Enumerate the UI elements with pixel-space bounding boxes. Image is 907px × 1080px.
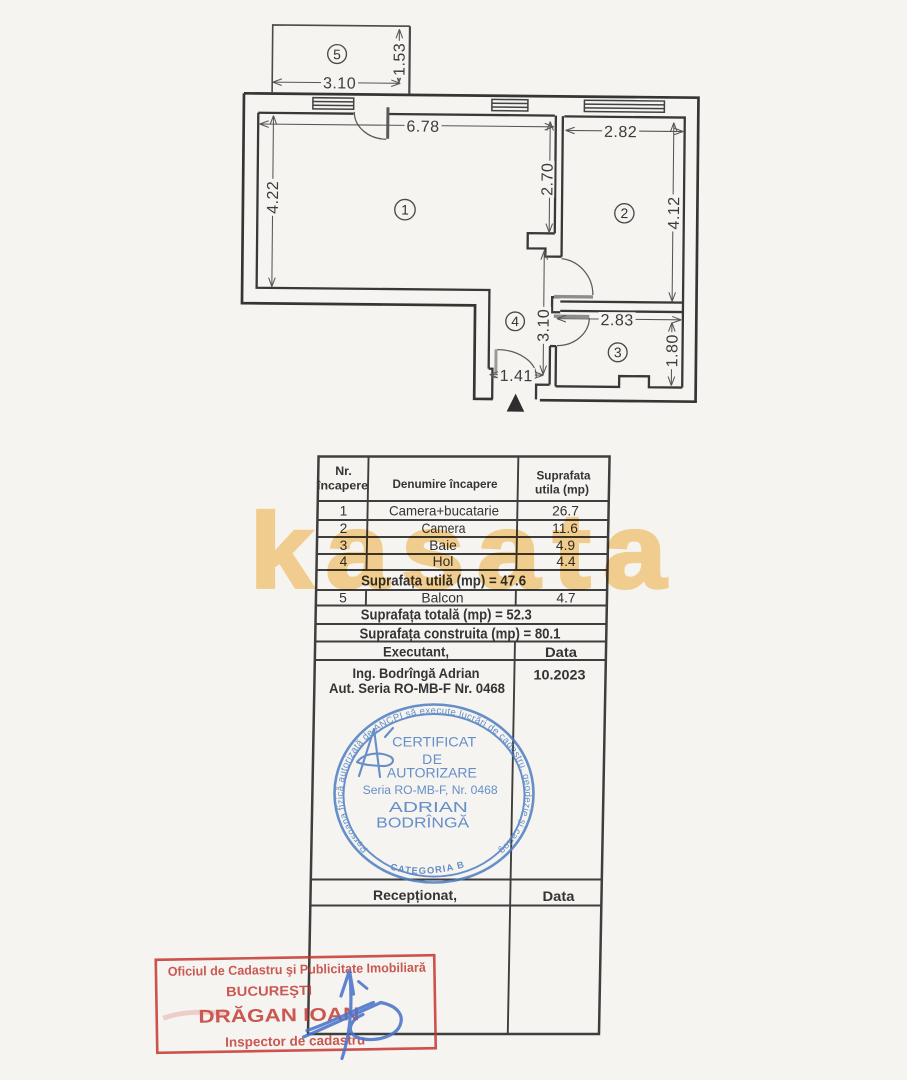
svg-text:2.83: 2.83: [600, 312, 633, 329]
svg-text:4.9: 4.9: [556, 538, 576, 553]
svg-text:Ing. Bodrîngă Adrian: Ing. Bodrîngă Adrian: [353, 666, 480, 681]
svg-text:4.12: 4.12: [666, 196, 683, 229]
svg-text:Data: Data: [543, 889, 575, 904]
svg-text:Persoana fizică autorizată de: Persoana fizică autorizată de ANCPI să e…: [0, 0, 533, 856]
svg-text:Seria RO-MB-F, Nr. 0468: Seria RO-MB-F, Nr. 0468: [363, 785, 498, 797]
svg-text:Executant,: Executant,: [383, 645, 449, 660]
svg-text:1.53: 1.53: [391, 43, 408, 76]
svg-text:1.41: 1.41: [500, 368, 533, 385]
svg-text:Camera+bucatarie: Camera+bucatarie: [389, 504, 499, 519]
svg-text:Nr.: Nr.: [335, 464, 352, 478]
svg-text:încapere: încapere: [316, 479, 368, 493]
svg-text:5: 5: [339, 591, 347, 606]
svg-text:3.10: 3.10: [536, 309, 553, 342]
svg-text:2: 2: [340, 521, 348, 536]
svg-text:Aut. Seria RO-MB-F Nr. 0468: Aut. Seria RO-MB-F Nr. 0468: [329, 681, 505, 696]
svg-text:Inspector de cadastru: Inspector de cadastru: [225, 1032, 365, 1049]
svg-text:3: 3: [340, 538, 348, 553]
svg-text:26.7: 26.7: [552, 504, 579, 519]
svg-text:2: 2: [620, 206, 628, 221]
svg-text:4: 4: [511, 314, 519, 329]
svg-text:AUTORIZARE: AUTORIZARE: [387, 766, 477, 781]
svg-text:Data: Data: [545, 645, 577, 660]
svg-text:Suprafața totală (mp) = 52.3: Suprafața totală (mp) = 52.3: [361, 608, 532, 624]
svg-text:4.4: 4.4: [556, 554, 576, 569]
svg-text:1.80: 1.80: [664, 334, 681, 367]
svg-text:Balcon: Balcon: [421, 591, 463, 606]
svg-text:1: 1: [401, 203, 409, 218]
svg-text:3: 3: [614, 345, 622, 360]
svg-text:4.7: 4.7: [556, 591, 575, 606]
svg-text:Camera: Camera: [422, 521, 466, 536]
svg-text:2.82: 2.82: [604, 124, 637, 141]
svg-text:DE: DE: [422, 751, 442, 767]
svg-text:3.10: 3.10: [323, 75, 356, 92]
svg-text:utila (mp): utila (mp): [535, 483, 589, 497]
svg-text:4.22: 4.22: [265, 181, 282, 214]
svg-text:BODRÎNGĂ: BODRÎNGĂ: [376, 815, 469, 832]
svg-text:Suprafața construita (mp) = 80: Suprafața construita (mp) = 80.1: [360, 627, 561, 643]
svg-text:5: 5: [333, 47, 341, 62]
svg-text:Suprafața utilă (mp) = 47.6: Suprafața utilă (mp) = 47.6: [361, 574, 526, 590]
svg-text:Oficiul de Cadastru şi Publici: Oficiul de Cadastru şi Publicitate Imobi…: [168, 960, 427, 979]
svg-text:Hol: Hol: [433, 554, 454, 569]
svg-text:ADRIAN: ADRIAN: [389, 799, 468, 816]
svg-text:6.78: 6.78: [406, 118, 439, 135]
svg-text:BUCUREŞTI: BUCUREŞTI: [226, 983, 312, 999]
svg-text:CERTIFICAT: CERTIFICAT: [392, 734, 476, 750]
svg-text:Suprafata: Suprafata: [537, 469, 591, 483]
svg-text:1: 1: [340, 504, 348, 519]
svg-text:11.6: 11.6: [552, 521, 578, 536]
svg-text:Baie: Baie: [429, 538, 457, 553]
svg-text:Recepționat,: Recepționat,: [373, 888, 457, 903]
svg-text:Denumire încapere: Denumire încapere: [393, 477, 498, 491]
svg-text:4: 4: [340, 554, 348, 569]
svg-text:kasata: kasata: [250, 493, 679, 611]
svg-text:10.2023: 10.2023: [534, 668, 586, 683]
svg-text:DRĂGAN IOAN: DRĂGAN IOAN: [198, 1003, 359, 1027]
svg-text:2.70: 2.70: [539, 163, 556, 196]
svg-text:CATEGORIA B: CATEGORIA B: [389, 858, 466, 876]
